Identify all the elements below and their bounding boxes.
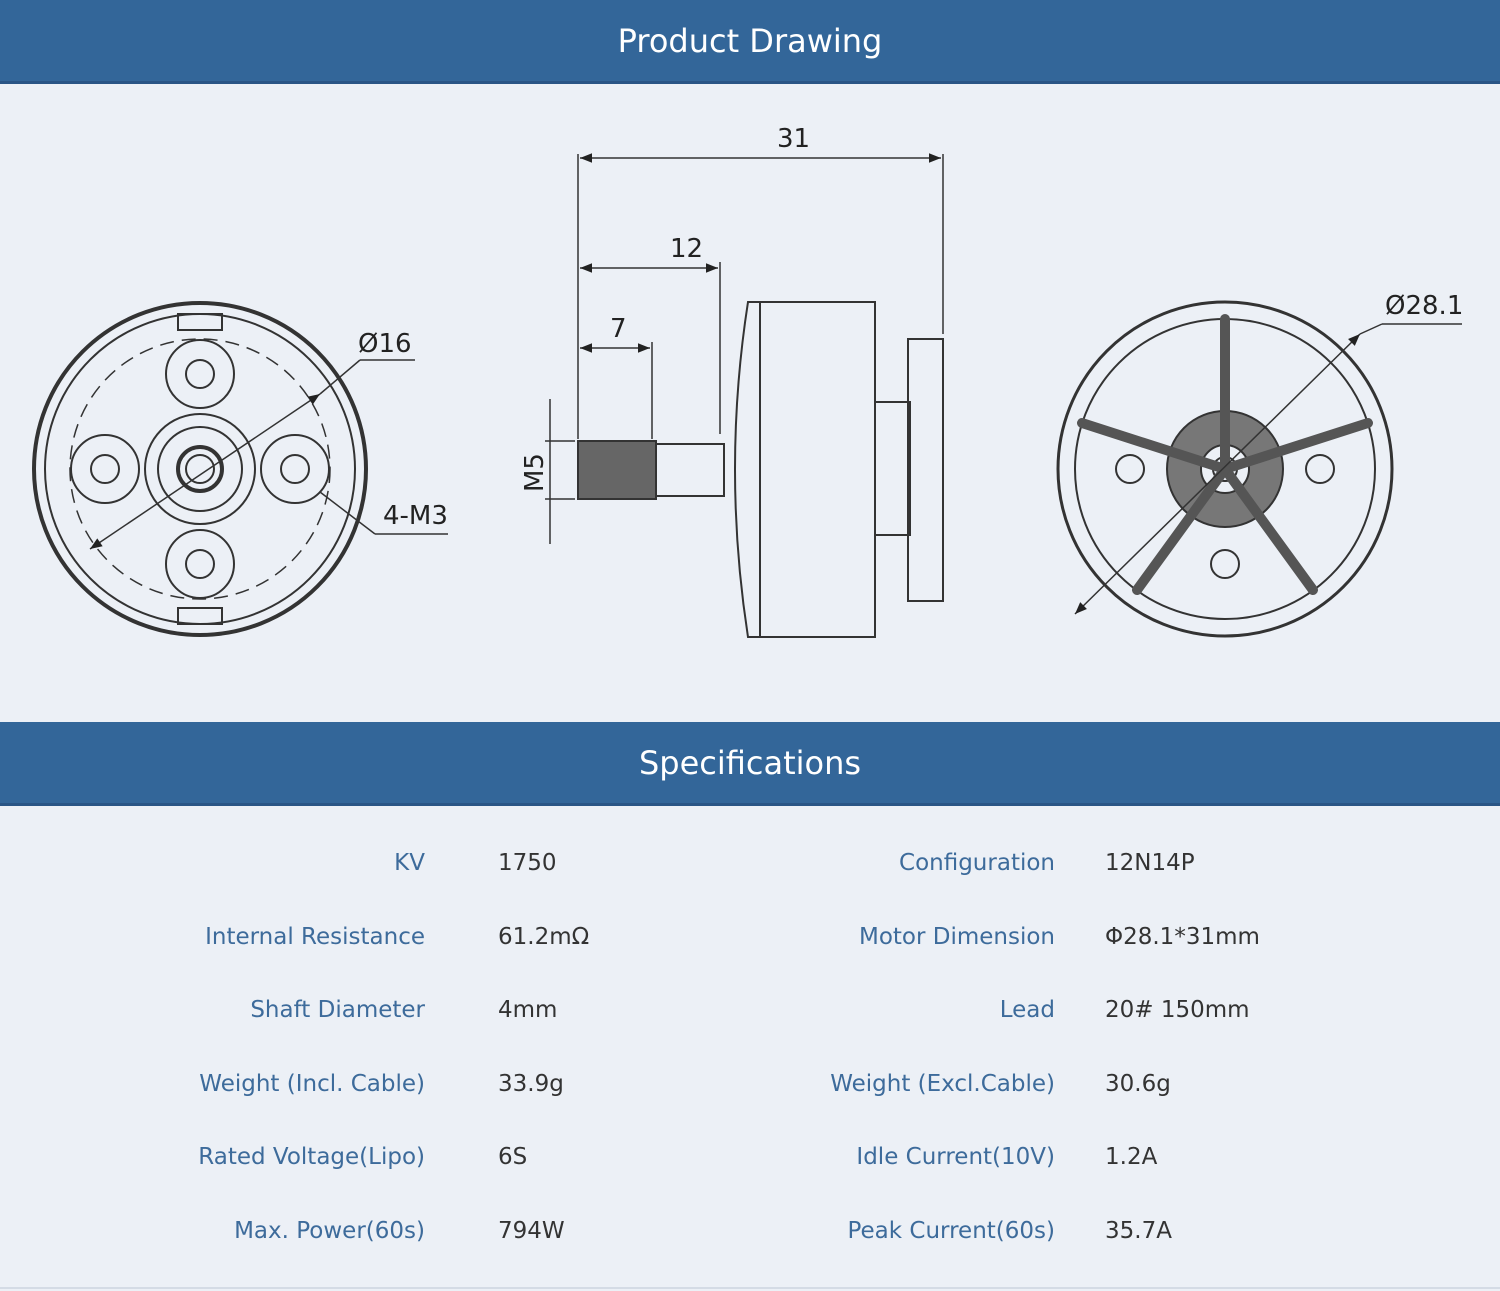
diameter-dimension: Ø28.1 <box>1385 291 1463 321</box>
spec-row: Weight (Incl. Cable) 33.9g Weight (Excl.… <box>0 1071 1500 1111</box>
spec-value: 4mm <box>498 997 558 1023</box>
spec-value: 1750 <box>498 850 557 876</box>
motor-bottom-view <box>32 301 448 637</box>
spec-row: Max. Power(60s) 794W Peak Current(60s) 3… <box>0 1218 1500 1258</box>
motor-top-view <box>1056 300 1462 638</box>
spec-value: 33.9g <box>498 1071 564 1097</box>
dimension-12: 12 <box>670 234 703 264</box>
spec-value: 794W <box>498 1218 565 1244</box>
product-drawing-header: Product Drawing <box>0 0 1500 84</box>
spec-row: Shaft Diameter 4mm Lead 20# 150mm <box>0 997 1500 1037</box>
spec-row: Internal Resistance 61.2mΩ Motor Dimensi… <box>0 924 1500 964</box>
spec-value: 6S <box>498 1144 528 1170</box>
mount-circle-dimension: Ø16 <box>358 329 412 359</box>
spec-label: Motor Dimension <box>858 924 1055 950</box>
spec-value: 1.2A <box>1105 1144 1158 1170</box>
divider <box>0 1287 1500 1289</box>
spec-value: 12N14P <box>1105 850 1195 876</box>
section-title: Product Drawing <box>617 21 883 60</box>
spec-value: 35.7A <box>1105 1218 1172 1244</box>
specifications-header: Specifications <box>0 722 1500 806</box>
section-title: Specifications <box>638 743 862 782</box>
spec-label: Configuration <box>899 850 1055 876</box>
spec-label: Idle Current(10V) <box>856 1144 1055 1170</box>
spec-label: Peak Current(60s) <box>847 1218 1055 1244</box>
spec-label: Shaft Diameter <box>250 997 425 1023</box>
spec-label: Weight (Excl.Cable) <box>830 1071 1055 1097</box>
spec-label: Max. Power(60s) <box>234 1218 425 1244</box>
spec-label: KV <box>394 850 425 876</box>
spec-value: 20# 150mm <box>1105 997 1250 1023</box>
spec-value: Φ28.1*31mm <box>1105 924 1260 950</box>
spec-label: Rated Voltage(Lipo) <box>198 1144 425 1170</box>
shaft-thread-dimension: M5 <box>520 453 550 492</box>
motor-side-view <box>545 153 944 638</box>
mount-holes-dimension: 4-M3 <box>383 501 448 531</box>
spec-label: Weight (Incl. Cable) <box>199 1071 425 1097</box>
spec-value: 30.6g <box>1105 1071 1171 1097</box>
spec-value: 61.2mΩ <box>498 924 590 950</box>
total-length-dimension: 31 <box>777 124 810 154</box>
product-drawing: Ø16 4-M3 31 12 7 M5 <box>32 124 1463 638</box>
spec-label: Lead <box>999 997 1055 1023</box>
spec-label: Internal Resistance <box>205 924 425 950</box>
spec-row: Rated Voltage(Lipo) 6S Idle Current(10V)… <box>0 1144 1500 1184</box>
spec-row: KV 1750 Configuration 12N14P <box>0 850 1500 890</box>
dimension-7: 7 <box>610 314 627 344</box>
